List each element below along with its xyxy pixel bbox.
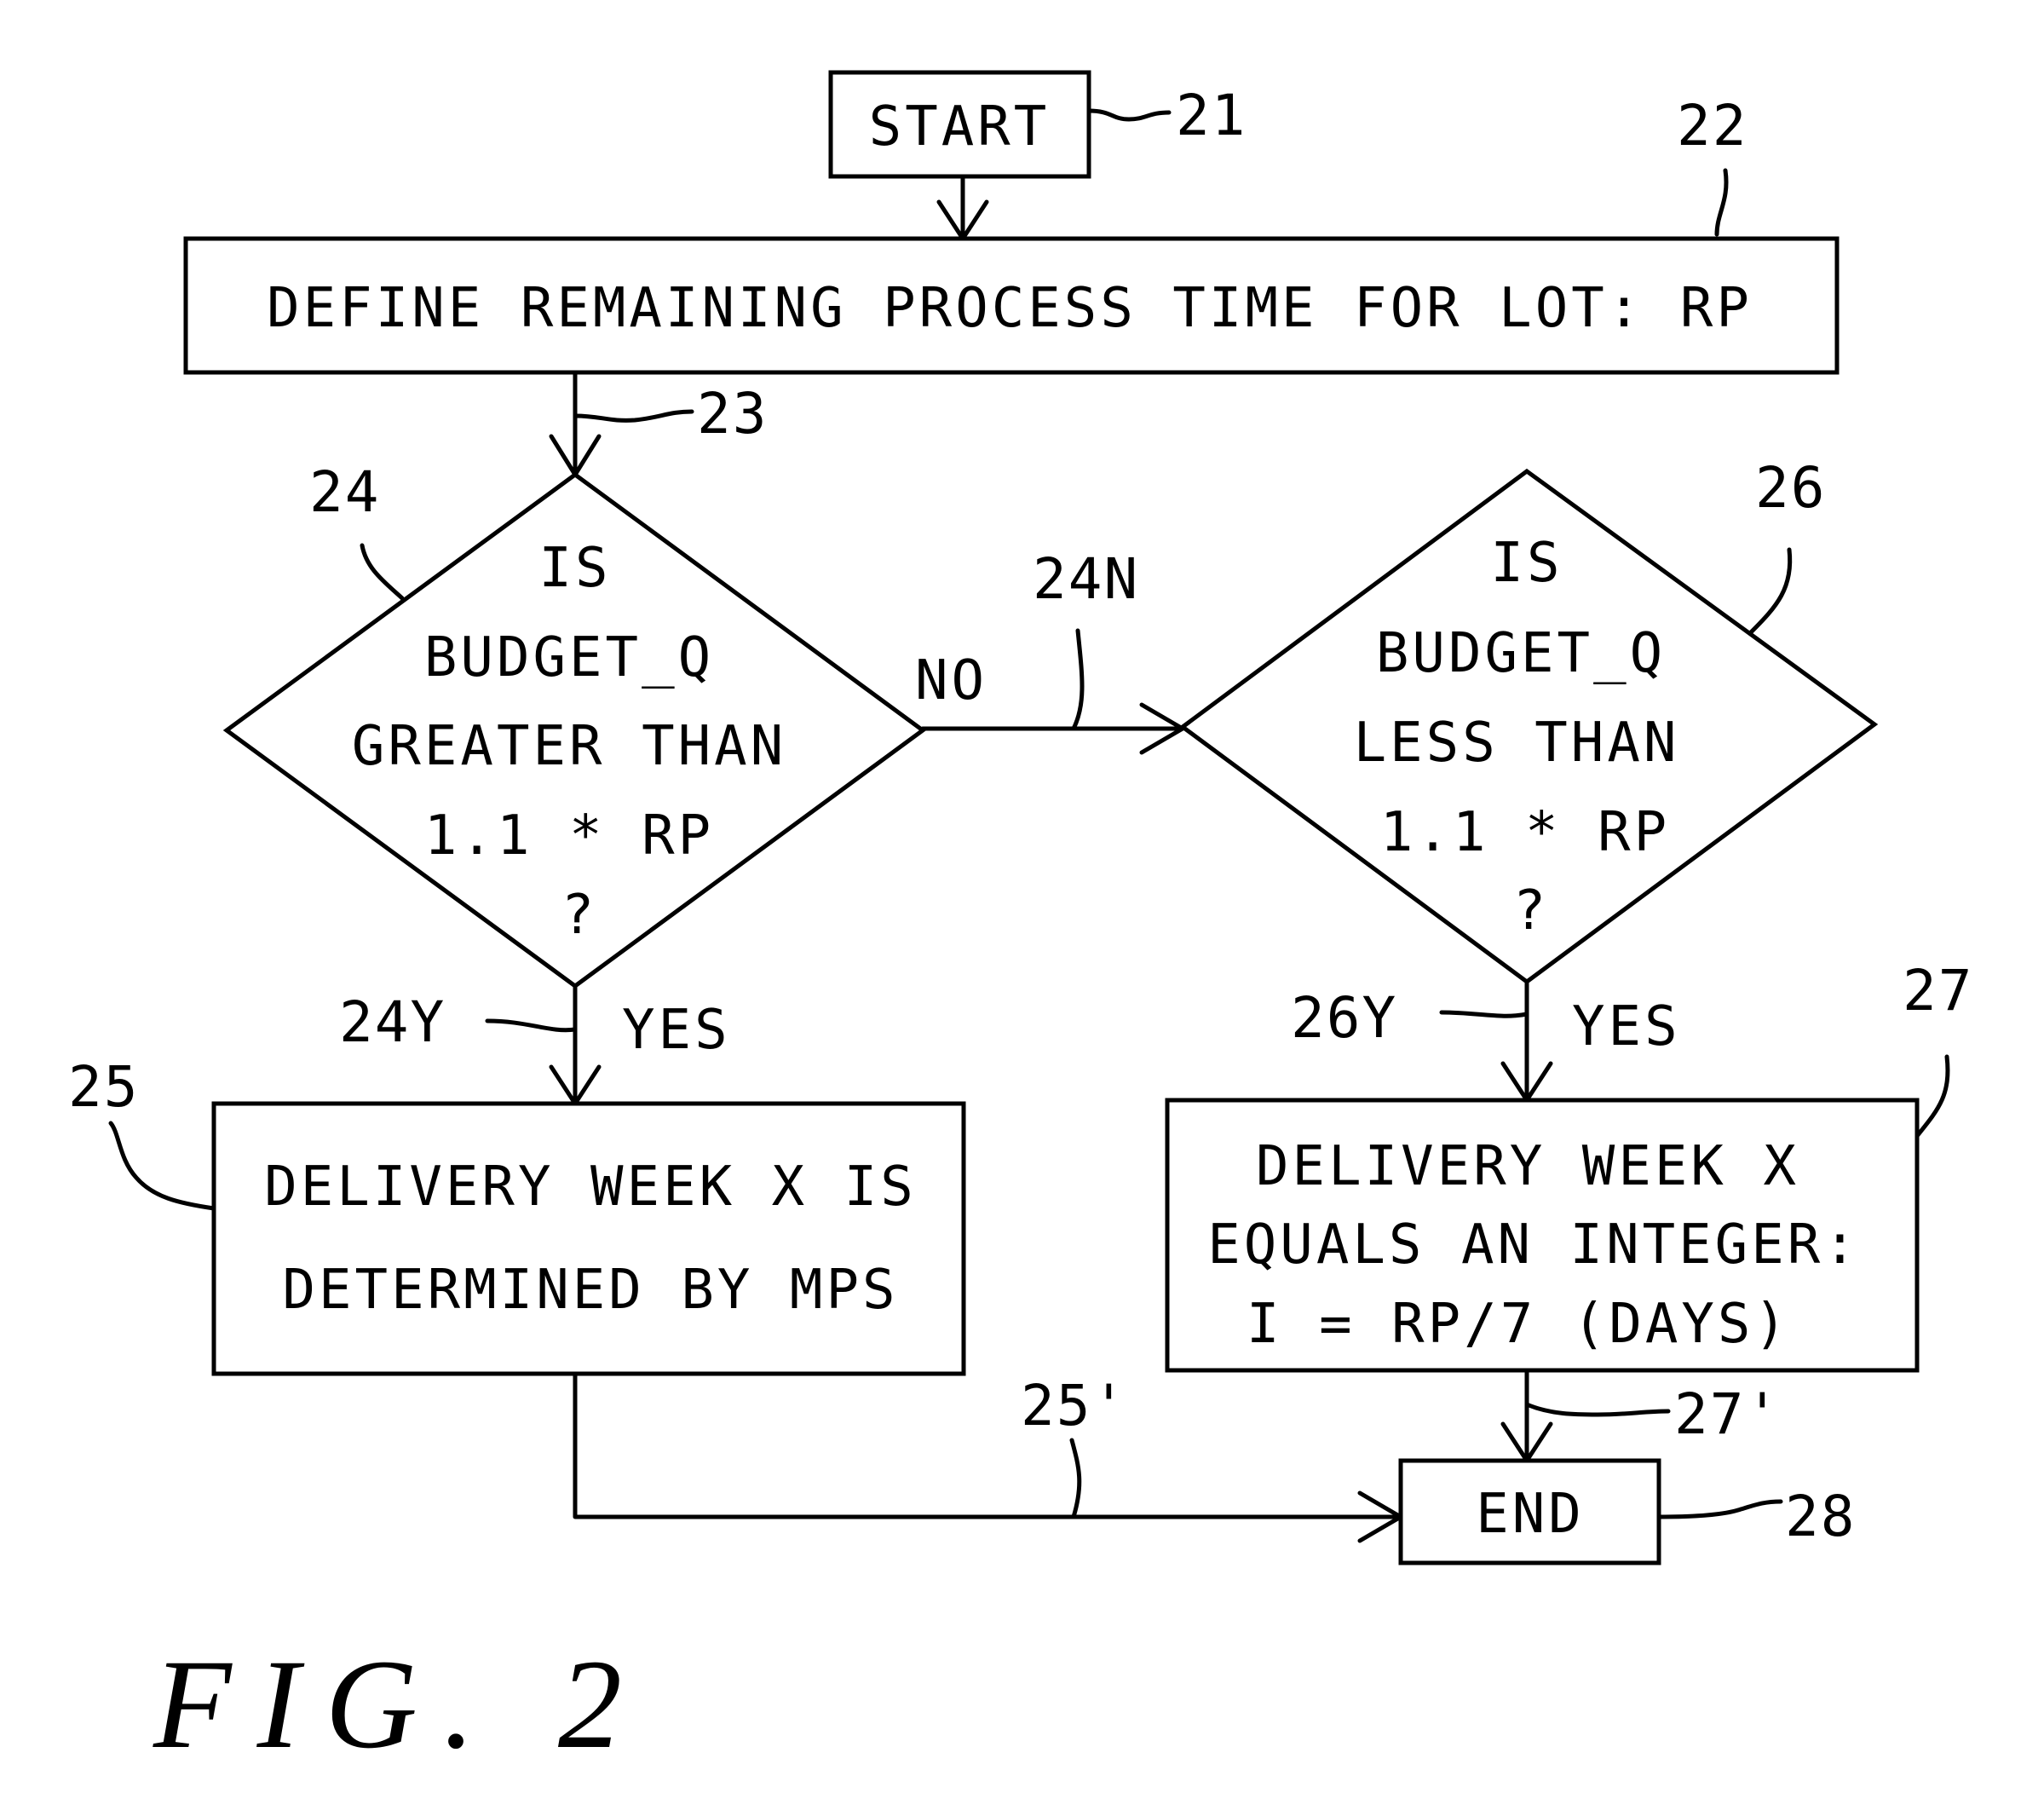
figure-caption: FIG. 2 [153, 1634, 648, 1775]
decision-greater-line-3: GREATER THAN [352, 715, 786, 778]
decision-less-line-4: 1.1 * RP [1380, 801, 1670, 864]
ref-28: 28 [1785, 1484, 1856, 1549]
start-text: START [869, 95, 1051, 159]
leader-28 [1659, 1502, 1781, 1517]
leader-25prime [1072, 1440, 1080, 1517]
mps-box [214, 1104, 964, 1374]
ref-24N: 24N [1033, 546, 1139, 612]
decision-greater-line-4: 1.1 * RP [424, 804, 714, 868]
leader-26 [1751, 550, 1790, 632]
decision-less-line-2: BUDGET_Q [1376, 622, 1666, 685]
decision-greater-line-5: ? [561, 884, 598, 947]
mps-line-2: DETERMINED BY MPS [282, 1259, 898, 1322]
ref-26: 26 [1755, 455, 1826, 521]
integer-line-2: EQUALS AN INTEGER: [1207, 1214, 1860, 1277]
decision-less-line-1: IS [1490, 532, 1563, 595]
ref-26Y: 26Y [1291, 985, 1397, 1051]
integer-line-1: DELIVERY WEEK X [1256, 1135, 1799, 1198]
leader-24 [362, 545, 402, 598]
label-no: NO [915, 649, 987, 712]
leader-21 [1089, 111, 1169, 119]
connector-mps-end [575, 1374, 1401, 1517]
ref-23: 23 [697, 381, 768, 447]
label-yes-left: YES [622, 999, 731, 1062]
leader-26Y [1442, 1012, 1527, 1016]
label-yes-right: YES [1572, 995, 1681, 1058]
ref-25prime: 25' [1021, 1373, 1127, 1438]
mps-line-1: DELIVERY WEEK X IS [264, 1156, 917, 1219]
define-process-text: DEFINE REMAINING PROCESS TIME FOR LOT: R… [267, 277, 1753, 340]
leader-27 [1917, 1057, 1948, 1136]
ref-25: 25 [68, 1054, 139, 1120]
ref-27: 27 [1903, 958, 1973, 1023]
leader-25 [111, 1123, 214, 1208]
leader-24N [1074, 631, 1082, 729]
end-text: END [1476, 1483, 1585, 1546]
decision-less-line-3: LESS THAN [1354, 712, 1680, 775]
leader-22 [1717, 170, 1726, 234]
decision-greater-line-1: IS [538, 537, 611, 600]
ref-24Y: 24Y [339, 989, 446, 1055]
decision-greater-line-2: BUDGET_Q [424, 626, 714, 689]
ref-27prime: 27' [1674, 1381, 1781, 1447]
ref-24: 24 [309, 459, 380, 525]
decision-less-line-5: ? [1513, 879, 1550, 943]
leader-24Y [487, 1021, 575, 1030]
leader-23 [575, 412, 692, 420]
ref-22: 22 [1677, 93, 1747, 159]
leader-27prime [1527, 1404, 1668, 1415]
ref-21: 21 [1176, 83, 1247, 148]
integer-line-3: I = RP/7 (DAYS) [1247, 1293, 1790, 1356]
